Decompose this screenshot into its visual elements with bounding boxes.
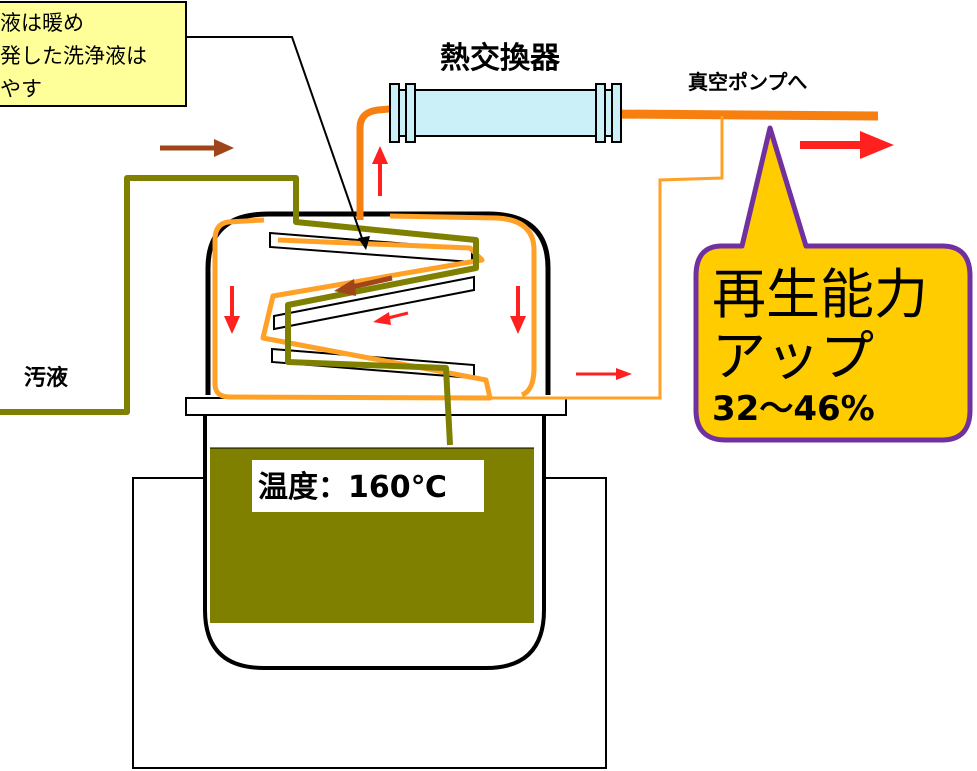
arrow-red-inner-head [373, 312, 391, 325]
arrow-red-inner [387, 311, 409, 320]
vacuum-pump-label: 真空ポンプへ [688, 70, 807, 94]
arrow-red-right-head [616, 368, 632, 380]
vapor-pipe-to-exchanger [356, 104, 401, 220]
arrow-brown-top-head [214, 139, 234, 157]
note-pointer-head [358, 236, 370, 250]
callout-line-3: 32～46% [712, 389, 875, 429]
flow-arrows [160, 131, 894, 380]
callout-line-2: アップ [712, 325, 874, 388]
arrow-brown-inner [351, 275, 393, 290]
dirty-liquid-line [0, 175, 479, 446]
vacuum-pipe [609, 109, 879, 121]
vapor-line-right [389, 213, 537, 398]
arrow-brown-inner-head [334, 279, 356, 296]
temperature-box [252, 460, 484, 512]
note-box [0, 1, 187, 107]
heat-exchanger [389, 83, 622, 143]
flange-plate [185, 397, 567, 416]
callout-bubble [693, 125, 973, 443]
dirty-liquid-label: 汚液 [24, 365, 68, 391]
callout-line-1: 再生能力 [712, 263, 928, 326]
return-line [490, 116, 724, 400]
note-pointer-line [186, 36, 365, 245]
note-line-1: 液は暖め [0, 11, 84, 35]
arrow-down-right-head [510, 316, 526, 334]
arrow-down-left-head [224, 316, 240, 334]
temperature-label: 温度：160℃ [258, 470, 447, 505]
arrow-up-red-head [372, 146, 388, 164]
arrow-red-big-head [860, 131, 894, 159]
note-line-3: やす [0, 77, 42, 101]
note-line-2: 発した洗浄液は [0, 44, 147, 68]
heat-exchanger-label: 熱交換器 [440, 41, 561, 76]
